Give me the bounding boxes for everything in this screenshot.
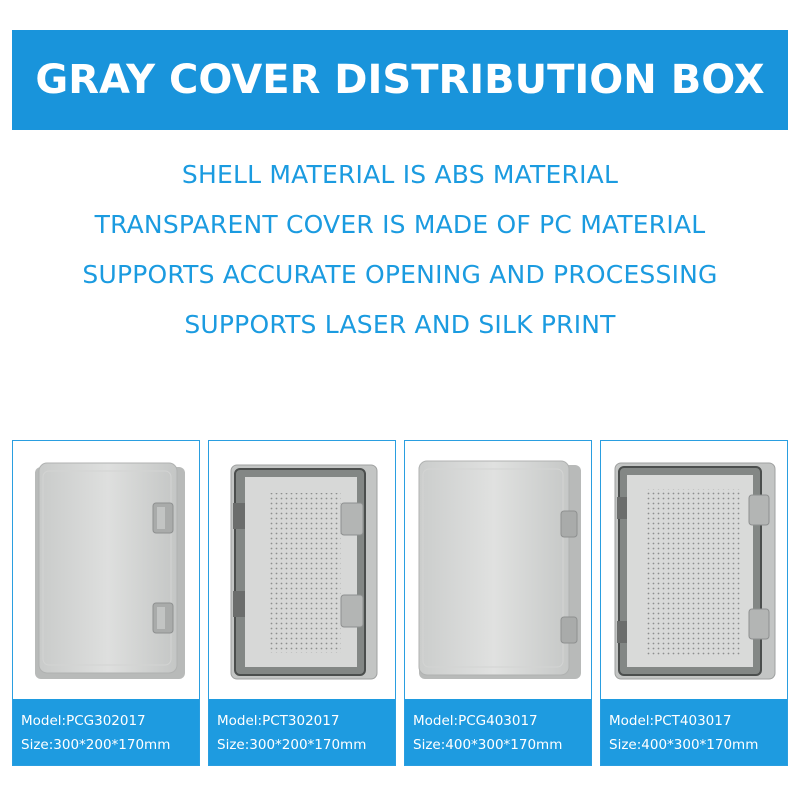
product-card[interactable]: Model:PCG302017 Size:300*200*170mm: [12, 440, 200, 766]
product-caption: Model:PCT403017 Size:400*300*170mm: [601, 699, 787, 765]
product-caption: Model:PCT302017 Size:300*200*170mm: [209, 699, 395, 765]
size-label: Size:300*200*170mm: [217, 737, 367, 753]
model-label: Model:PCG302017: [21, 713, 146, 729]
model-label: Model:PCG403017: [413, 713, 538, 729]
product-card[interactable]: Model:PCT403017 Size:400*300*170mm: [600, 440, 788, 766]
feature-line: TRANSPARENT COVER IS MADE OF PC MATERIAL: [94, 210, 706, 239]
model-label: Model:PCT403017: [609, 713, 732, 729]
size-label: Size:400*300*170mm: [609, 737, 759, 753]
feature-list: SHELL MATERIAL IS ABS MATERIAL TRANSPARE…: [0, 150, 800, 350]
product-card[interactable]: Model:PCT302017 Size:300*200*170mm: [208, 440, 396, 766]
product-cards: Model:PCG302017 Size:300*200*170mm Model…: [12, 440, 788, 766]
size-label: Size:300*200*170mm: [21, 737, 171, 753]
feature-line: SUPPORTS ACCURATE OPENING AND PROCESSING: [82, 260, 718, 289]
size-label: Size:400*300*170mm: [413, 737, 563, 753]
gray-box-image: [35, 462, 185, 679]
model-label: Model:PCT302017: [217, 713, 340, 729]
product-caption: Model:PCG302017 Size:300*200*170mm: [13, 699, 199, 765]
title-banner: GRAY COVER DISTRIBUTION BOX: [12, 30, 788, 130]
transparent-box-image: [614, 462, 776, 680]
feature-line: SHELL MATERIAL IS ABS MATERIAL: [181, 160, 619, 189]
feature-line: SUPPORTS LASER AND SILK PRINT: [184, 310, 616, 339]
product-caption: Model:PCG403017 Size:400*300*170mm: [405, 699, 591, 765]
transparent-box-image: [230, 464, 378, 680]
product-card[interactable]: Model:PCG403017 Size:400*300*170mm: [404, 440, 592, 766]
gray-box-image: [418, 460, 581, 679]
page-title: GRAY COVER DISTRIBUTION BOX: [35, 57, 765, 103]
